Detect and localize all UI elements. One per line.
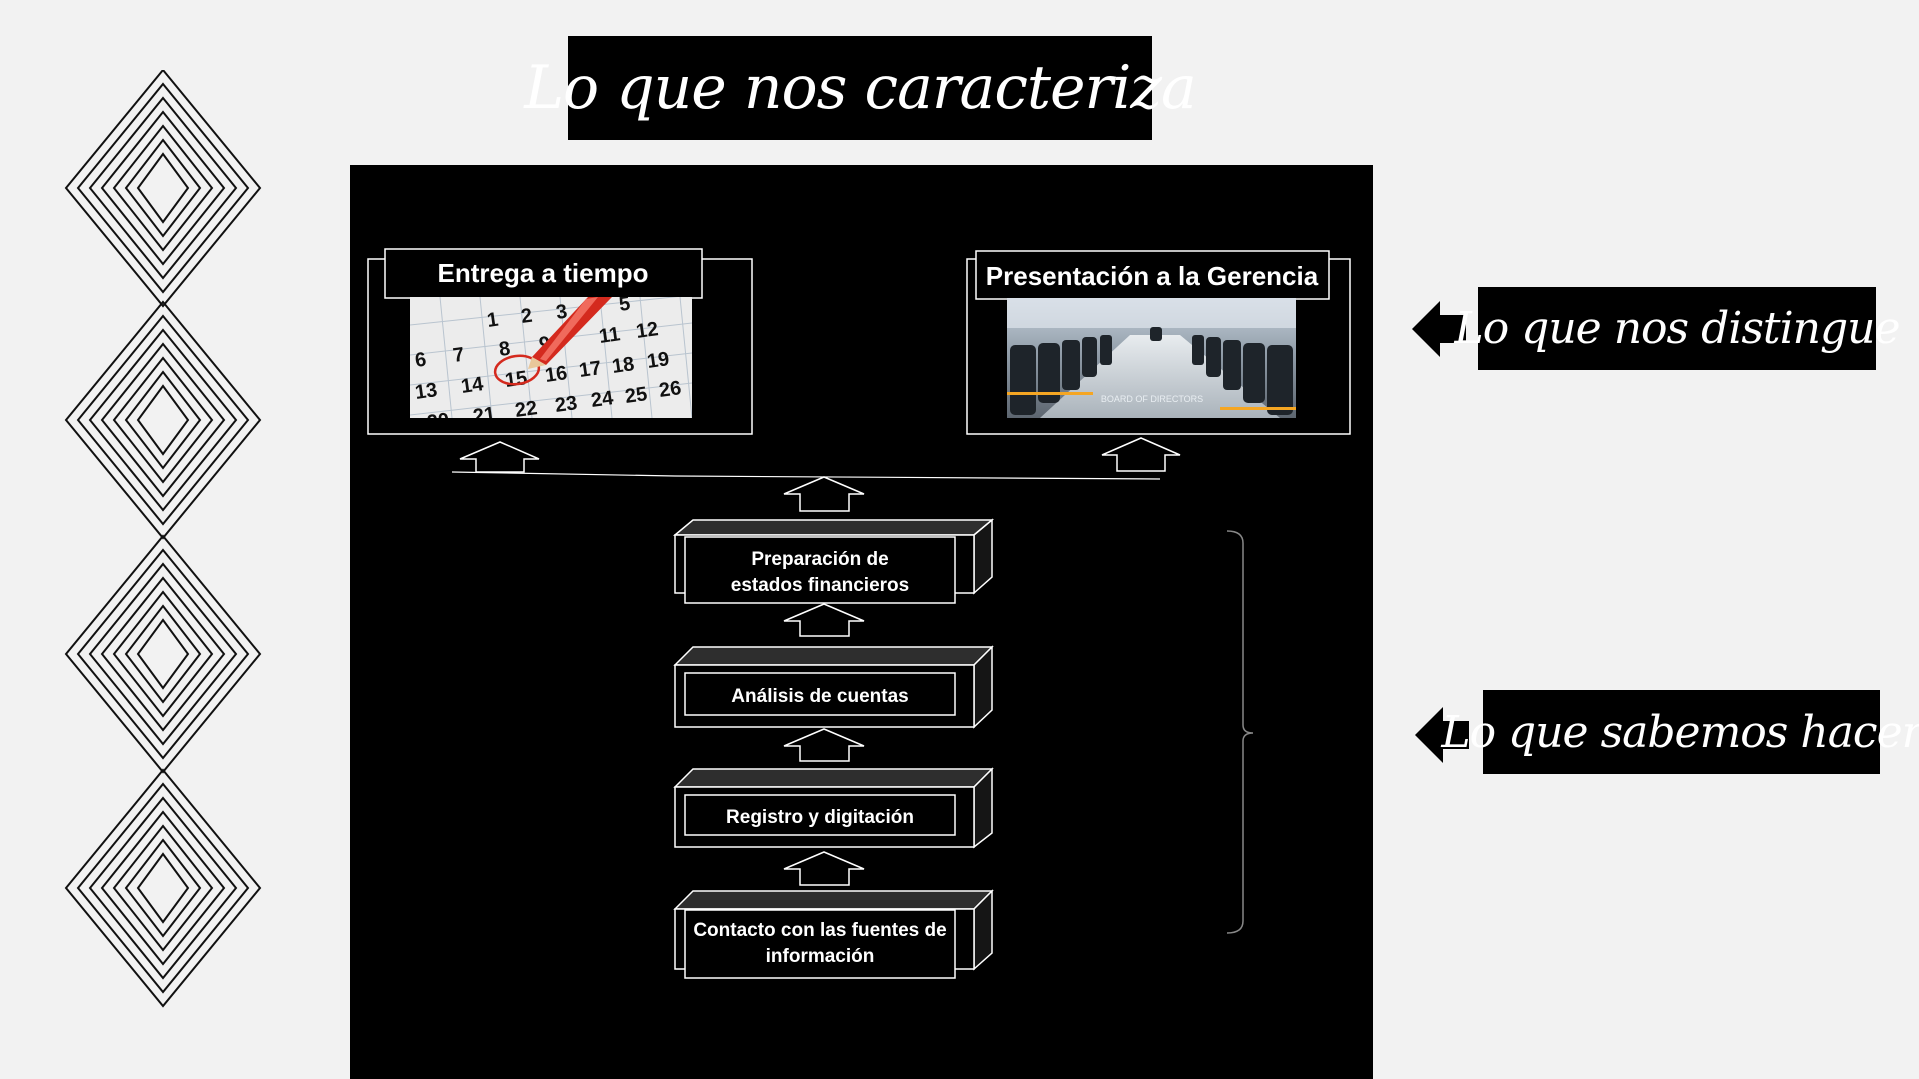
cal-num: 11 <box>598 323 622 348</box>
cal-num: 18 <box>611 353 636 378</box>
step-1-line2: estados financieros <box>731 575 909 596</box>
box-gerencia-title: Presentación a la Gerencia <box>986 261 1319 291</box>
process-step <box>672 518 995 604</box>
cal-num: 8 <box>498 338 512 361</box>
title-banner: Lo que nos caracteriza <box>524 36 1197 140</box>
orange-accent-line <box>1007 392 1093 395</box>
calendar-image: 1 2 3 5 6 7 8 9 11 12 13 14 15 16 17 18 <box>410 293 692 434</box>
cal-num: 17 <box>578 357 603 382</box>
main-panel: Entrega a tiempo 1 2 3 5 6 7 8 9 11 <box>350 165 1373 1079</box>
cal-num: 15 <box>504 367 529 392</box>
up-arrow-icon <box>783 851 865 886</box>
label-sabemos-text: Lo que sabemos hacer <box>1441 706 1919 758</box>
process-step <box>673 767 994 849</box>
up-arrow-icon <box>459 441 540 473</box>
cal-num: 22 <box>514 397 539 422</box>
cal-num: 12 <box>635 318 660 343</box>
slide-title: Lo que nos caracteriza <box>524 53 1197 123</box>
up-arrow-icon <box>783 728 865 762</box>
cal-num: 6 <box>414 349 428 372</box>
step-4-line2: información <box>766 946 875 967</box>
cal-num: 24 <box>590 387 616 412</box>
cal-num: 20 <box>426 409 451 434</box>
cal-num: 2 <box>520 305 534 328</box>
cal-num: 19 <box>646 348 671 373</box>
step-2-label: Análisis de cuentas <box>731 686 908 707</box>
label-distingue-text: Lo que nos distingue <box>1454 303 1900 354</box>
left-arrow-icon <box>1415 707 1469 763</box>
left-arrow-icon <box>1412 301 1466 357</box>
cal-num: 1 <box>486 309 500 332</box>
step-1-line1: Preparación de <box>751 549 888 570</box>
cal-num: 16 <box>544 362 569 387</box>
bracket-icon <box>1226 530 1254 934</box>
box-gerencia: Presentación a la Gerencia <box>966 250 1351 435</box>
connector-line <box>451 471 1161 480</box>
step-4-line1: Contacto con las fuentes de <box>693 920 946 941</box>
cal-num: 3 <box>555 301 569 324</box>
box-entrega: Entrega a tiempo 1 2 3 5 6 7 8 9 11 <box>367 248 753 435</box>
cal-num: 21 <box>472 403 497 428</box>
cal-num: 23 <box>554 392 579 417</box>
diamond-pattern-icon <box>64 70 262 1007</box>
process-diagram: Entrega a tiempo 1 2 3 5 6 7 8 9 11 <box>367 248 1351 979</box>
up-arrow-icon <box>783 476 865 512</box>
label-sabemos: Lo que sabemos hacer <box>1441 690 1919 774</box>
cal-num: 25 <box>624 383 649 408</box>
orange-accent-line <box>1220 407 1296 410</box>
cal-num: 14 <box>460 373 486 398</box>
up-arrow-icon <box>1101 437 1181 472</box>
boardroom-image: BOARD OF DIRECTORS <box>1007 298 1296 418</box>
process-step <box>673 645 994 729</box>
up-arrow-icon <box>783 603 865 637</box>
box-entrega-title: Entrega a tiempo <box>438 258 649 288</box>
process-step <box>673 889 994 979</box>
step-3-label: Registro y digitación <box>726 807 914 828</box>
red-circle-mark <box>493 354 541 386</box>
cal-num: 7 <box>452 344 466 367</box>
board-caption: BOARD OF DIRECTORS <box>1101 394 1203 404</box>
cal-num: 5 <box>618 293 632 316</box>
label-distingue: Lo que nos distingue <box>1454 287 1901 370</box>
pencil-icon <box>528 297 612 369</box>
cal-num: 13 <box>414 379 439 404</box>
cal-num: 26 <box>658 377 683 402</box>
